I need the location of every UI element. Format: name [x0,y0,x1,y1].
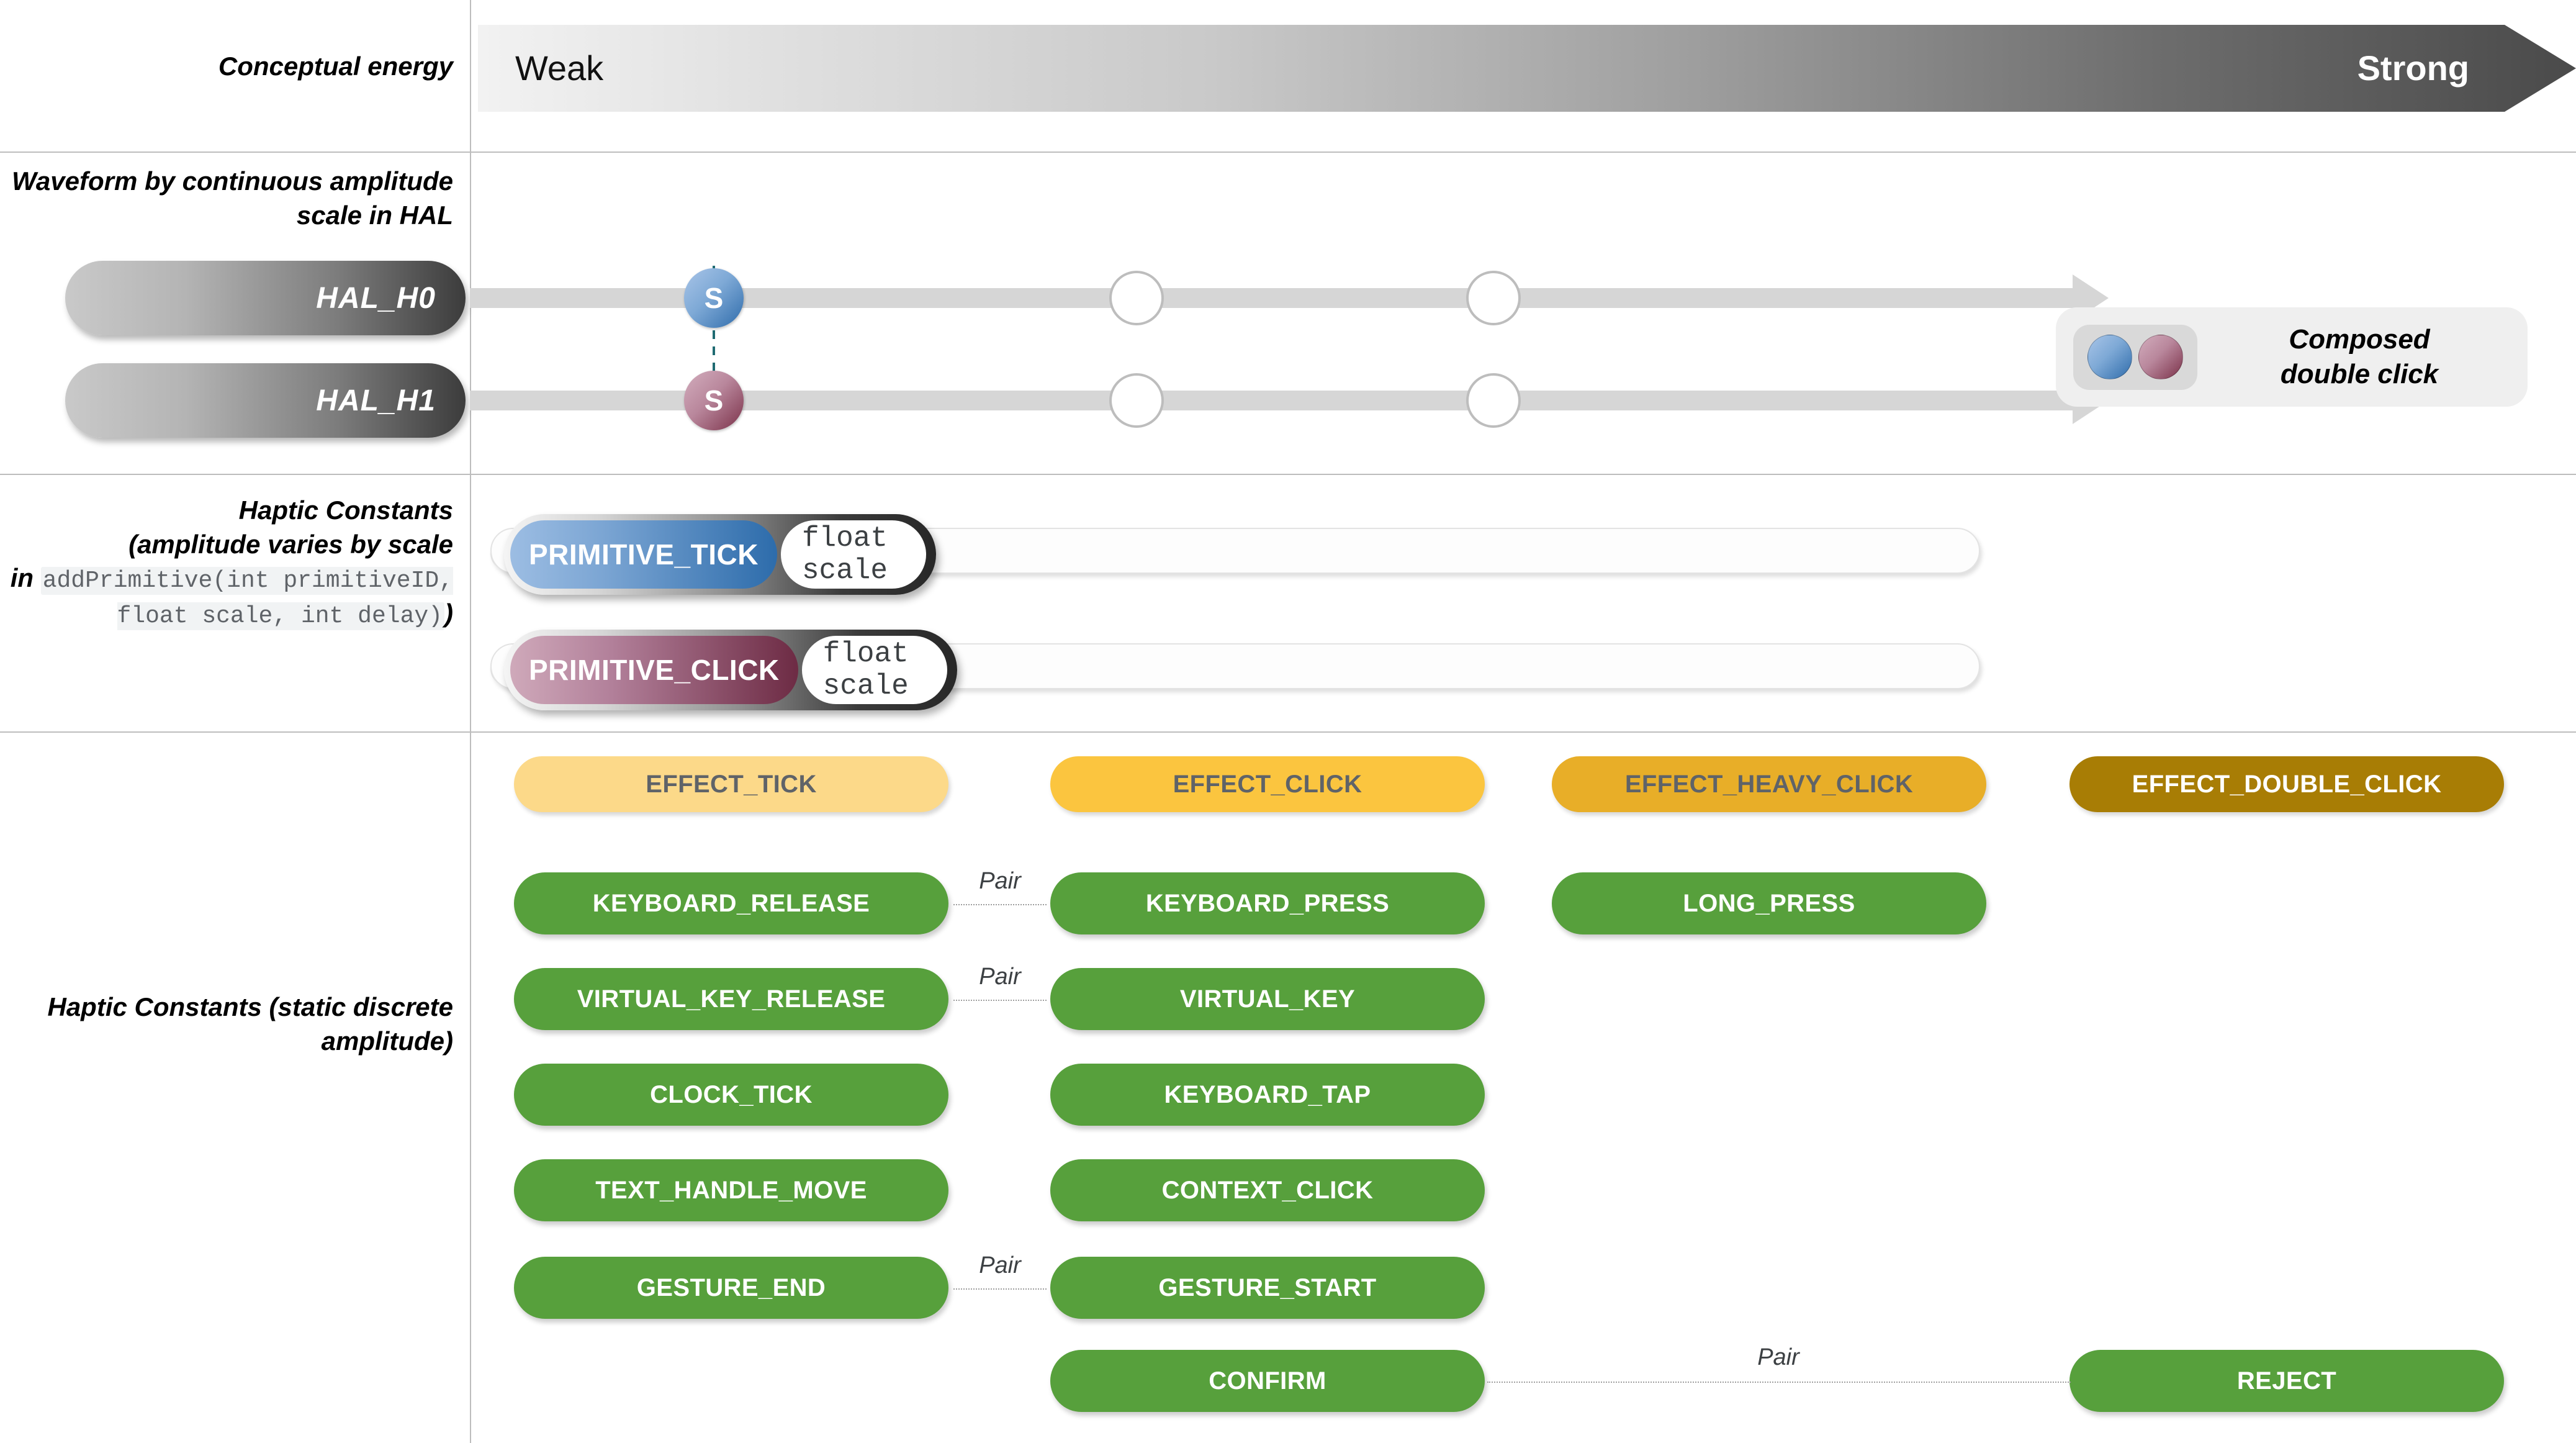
hal-node-h1-high [1466,373,1521,428]
constant-pill-keyboard-release[interactable]: KEYBOARD_RELEASE [514,872,948,934]
hal-chip-h1-label: HAL_H1 [316,384,436,417]
hal-track-h0: S [470,268,2140,328]
energy-weak-label: Weak [515,48,604,88]
section-divider-3 [0,731,2576,733]
hc-scale-code-signature: addPrimitive(int primitiveID, float scal… [40,567,453,630]
constant-pill-long-press[interactable]: LONG_PRESS [1552,872,1986,934]
hc-scale-close-paren: ) [444,598,453,628]
section-divider-2 [0,474,2576,475]
composed-dots-icon [2073,324,2197,390]
constant-pill-virtual-key-release[interactable]: VIRTUAL_KEY_RELEASE [514,968,948,1030]
hal-chip-h0-label: HAL_H0 [316,281,436,315]
primitive-tick-arg: float scale [780,520,926,589]
constant-pill-text-handle-move[interactable]: TEXT_HANDLE_MOVE [514,1159,948,1221]
constant-pill-gesture-start[interactable]: GESTURE_START [1050,1257,1485,1319]
primitive-shell-click: PRIMITIVE_CLICK float scale [504,630,957,710]
hal-node-h0-mid [1109,271,1164,325]
primitive-click-arg: float scale [801,636,947,704]
hal-node-h0-high [1466,271,1521,325]
composed-line-2: double click [2280,359,2439,389]
constant-pill-virtual-key[interactable]: VIRTUAL_KEY [1050,968,1485,1030]
hal-track-h1: S [470,371,2140,430]
effect-pill-double-click[interactable]: EFFECT_DOUBLE_CLICK [2069,756,2504,812]
constant-pill-context-click[interactable]: CONTEXT_CLICK [1050,1159,1485,1221]
row-label-haptic-constants-scale: Haptic Constants (amplitude varies by sc… [0,494,453,631]
hc-scale-line-1: Haptic Constants [238,495,453,525]
pair-label-virtual-key: Pair [979,964,1021,990]
row-label-haptic-constants-static: Haptic Constants (static discrete amplit… [47,992,453,1056]
composed-dot-purple-icon [2138,335,2183,379]
row-label-conceptual-energy: Conceptual energy [218,52,453,81]
constant-pill-keyboard-press[interactable]: KEYBOARD_PRESS [1050,872,1485,934]
hal-node-h1-mid [1109,373,1164,428]
primitive-tick-pill[interactable]: PRIMITIVE_TICK [510,520,777,589]
hal-chip-h1: HAL_H1 [65,363,466,438]
pair-connector-keyboard [953,904,1047,905]
hc-scale-line-2: (amplitude varies by scale [128,529,453,559]
pair-label-keyboard: Pair [979,868,1021,894]
hc-scale-line-3: in addPrimitive(int primitiveID, float s… [0,561,453,631]
composed-line-1: Composed [2289,323,2430,355]
effect-pill-tick[interactable]: EFFECT_TICK [514,756,948,812]
energy-strong-label: Strong [2357,48,2469,88]
pair-label-confirm-reject: Pair [1757,1344,1799,1370]
constant-pill-keyboard-tap[interactable]: KEYBOARD_TAP [1050,1064,1485,1126]
effect-pill-click[interactable]: EFFECT_CLICK [1050,756,1485,812]
pair-connector-virtual-key [953,1000,1047,1001]
hc-scale-in-word: in [10,563,41,593]
pair-connector-gesture [953,1288,1047,1290]
constant-pill-reject[interactable]: REJECT [2069,1350,2504,1412]
composed-dot-blue-icon [2087,335,2132,379]
hal-chip-h0: HAL_H0 [65,261,466,335]
composed-double-click-card: Composed double click [2056,307,2528,407]
constant-pill-gesture-end[interactable]: GESTURE_END [514,1257,948,1319]
row-label-waveform: Waveform by continuous amplitude scale i… [12,166,453,230]
alignment-dashed-line [713,266,715,409]
constant-pill-confirm[interactable]: CONFIRM [1050,1350,1485,1412]
pair-connector-confirm-reject [1487,1382,2071,1383]
primitive-click-pill[interactable]: PRIMITIVE_CLICK [510,636,798,704]
energy-gradient-arrow: Weak Strong [478,25,2576,112]
constant-pill-clock-tick[interactable]: CLOCK_TICK [514,1064,948,1126]
section-divider-1 [0,152,2576,153]
pair-label-gesture: Pair [979,1252,1021,1278]
gutter-divider [470,0,471,1443]
hal-node-h0-scale: S [684,268,744,328]
primitive-shell-tick: PRIMITIVE_TICK float scale [504,514,936,595]
effect-pill-heavy-click[interactable]: EFFECT_HEAVY_CLICK [1552,756,1986,812]
composed-double-click-text: Composed double click [2197,322,2528,392]
hal-node-h1-scale: S [684,371,744,430]
energy-gradient-body [478,25,2576,112]
